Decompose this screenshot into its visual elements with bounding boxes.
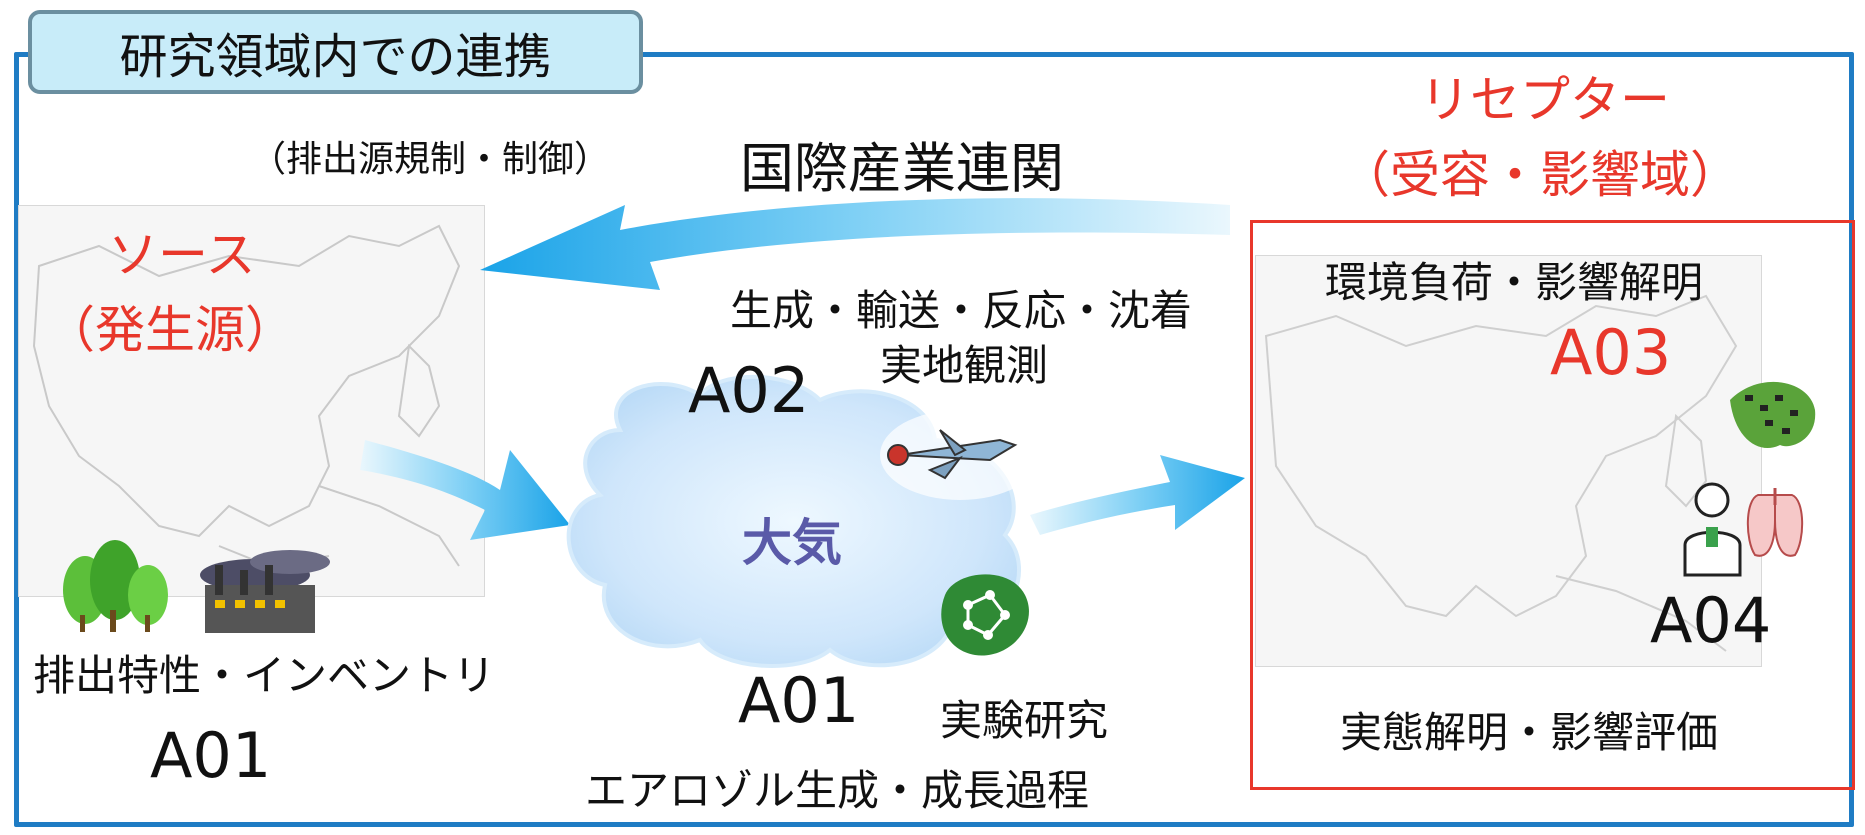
link-label: 国際産業連関: [740, 137, 1064, 200]
receptor-sub-bottom: 実態解明・影響評価: [1340, 708, 1719, 757]
molecule-icon: [941, 574, 1029, 656]
atmosphere-process-label: エアロゾル生成・成長過程: [585, 766, 1090, 815]
source-heading-line1: ソース: [108, 226, 256, 284]
leaf-icon: [1730, 381, 1816, 448]
atmosphere-to-receptor-arrow: [1030, 455, 1245, 535]
source-to-atmosphere-arrow: [360, 440, 570, 540]
source-subtitle: 排出特性・インベントリ: [33, 651, 496, 700]
receptor-sub-top: 環境負荷・影響解明: [1325, 258, 1704, 307]
atmosphere-observation-line2: 実地観測: [880, 341, 1049, 390]
receptor-code-top: A03: [1550, 316, 1672, 389]
receptor-heading-line2: （受容・影響域）: [1340, 146, 1740, 204]
atmosphere-code-top: A02: [688, 354, 810, 427]
atmosphere-observation-line1: 生成・輸送・反応・沈着: [730, 286, 1193, 335]
airplane-icon: [880, 410, 1040, 500]
source-control-note: （排出源規制・制御）: [250, 139, 611, 180]
receptor-box: [1250, 220, 1855, 790]
source-heading-line2: （発生源）: [45, 301, 295, 359]
source-code: A01: [150, 719, 272, 792]
receptor-heading-line1: リセプター: [1420, 71, 1670, 129]
atmosphere-code-bottom: A01: [738, 664, 860, 737]
link-arrow: [480, 198, 1230, 290]
atmosphere-lab-label: 実験研究: [940, 696, 1109, 745]
doctor-icon: [1683, 482, 1742, 577]
forest-icon: [63, 540, 168, 632]
factory-icon: [200, 550, 330, 633]
title-tab: 研究領域内での連携: [28, 10, 643, 94]
receptor-code-bottom: A04: [1650, 584, 1772, 657]
atmosphere-label: 大気: [742, 514, 842, 572]
diagram-frame: [14, 52, 1854, 827]
lungs-icon: [1746, 488, 1804, 557]
page-title: 研究領域内での連携: [119, 29, 552, 85]
